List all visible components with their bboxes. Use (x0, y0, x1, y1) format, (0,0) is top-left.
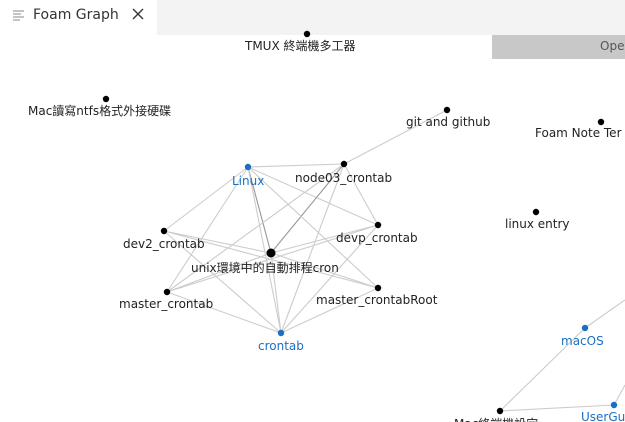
graph-edge-linux-node03 (247, 163, 345, 168)
graph-edge-devp-crontab (280, 224, 379, 334)
graph-node-dot-node03[interactable] (340, 160, 348, 168)
graph-node-dot-linuxentry[interactable] (532, 208, 540, 216)
graph-node-label-dev2: dev2_crontab (123, 237, 205, 251)
graph-edges (163, 109, 625, 412)
graph-edge-linux-dev2 (163, 166, 249, 232)
graph-node-git[interactable]: git and github (406, 106, 490, 129)
graph-node-label-usergu: UserGu (581, 410, 625, 422)
graph-edge-master-unix (166, 252, 272, 293)
preview-lines-icon (13, 10, 24, 21)
graph-edge-node03-devp (343, 163, 379, 226)
graph-node-dot-masterroot[interactable] (374, 284, 382, 292)
graph-node-dot-macntfs[interactable] (102, 95, 110, 103)
graph-node-dot-crontab[interactable] (277, 329, 285, 337)
graph-node-label-crontab: crontab (258, 339, 304, 353)
graph-edge-linux-masterroot (247, 166, 379, 289)
graph-node-foamnote[interactable]: Foam Note Ter (535, 118, 622, 140)
graph-node-macntfs[interactable]: Mac讀寫ntfs格式外接硬碟 (28, 95, 171, 118)
graph-node-masterroot[interactable]: master_crontabRoot (316, 284, 438, 307)
graph-edge-dev2-crontab (163, 230, 282, 334)
graph-node-label-linux: Linux (232, 174, 264, 188)
graph-edge-offscreen-macos (584, 299, 625, 329)
graph-node-dot-macos[interactable] (581, 324, 589, 332)
graph-edge-master-crontab (166, 291, 282, 334)
graph-node-label-macntfs: Mac讀寫ntfs格式外接硬碟 (28, 103, 171, 118)
graph-edge-unix-crontab (270, 252, 282, 334)
graph-node-dev2[interactable]: dev2_crontab (123, 227, 205, 251)
graph-node-dot-linux[interactable] (244, 163, 252, 171)
graph-edge-linux-devp (247, 166, 379, 226)
graph-edge-linux-unix (247, 166, 272, 254)
graph-edge-masterroot-unix (270, 252, 379, 289)
graph-edge-devp-master (166, 224, 379, 293)
graph-edge-devp-unix (270, 224, 379, 254)
graph-edge-offscreen-usergu (613, 384, 625, 406)
graph-node-dot-macnote[interactable] (496, 407, 504, 415)
graph-node-unix[interactable]: unix環境中的自動排程cron (191, 248, 339, 276)
graph-node-label-linuxentry: linux entry (505, 217, 570, 231)
graph-edge-linux-crontab (247, 166, 282, 334)
graph-node-label-macos: macOS (561, 334, 604, 348)
graph-node-linuxentry[interactable]: linux entry (505, 208, 570, 231)
graph-node-dot-usergu[interactable] (610, 401, 618, 409)
graph-nodes: TMUX 終端機多工器 Mac讀寫ntfs格式外接硬碟 git and github… (28, 30, 625, 422)
graph-node-label-macnote: Mac終端機設定 (454, 416, 538, 422)
graph-node-devp[interactable]: devp_crontab (336, 221, 418, 245)
graph-node-crontab[interactable]: crontab (258, 329, 304, 353)
graph-node-dot-git[interactable] (443, 106, 451, 114)
graph-node-dot-tmux[interactable] (303, 30, 311, 38)
graph-node-linux[interactable]: Linux (232, 163, 264, 188)
graph-edge-dev2-unix (163, 230, 272, 254)
graph-edge-node03-unix (270, 163, 345, 254)
graph-node-label-git: git and github (406, 115, 490, 129)
open-button[interactable]: Ope (492, 35, 625, 59)
graph-node-label-master: master_crontab (119, 297, 213, 311)
graph-node-dot-foamnote[interactable] (597, 118, 605, 126)
tab-title: Foam Graph (33, 7, 119, 23)
graph-node-usergu[interactable]: UserGu (581, 401, 625, 422)
graph-edge-node03-git (343, 109, 448, 165)
graph-node-label-unix: unix環境中的自動排程cron (191, 260, 339, 275)
graph-node-dot-dev2[interactable] (160, 227, 168, 235)
graph-node-macnote[interactable]: Mac終端機設定 (454, 407, 538, 422)
graph-node-node03[interactable]: node03_crontab (295, 160, 392, 185)
graph-node-label-foamnote: Foam Note Ter (535, 126, 622, 140)
graph-node-dot-devp[interactable] (374, 221, 382, 229)
graph-node-dot-unix[interactable] (266, 248, 276, 258)
graph-edge-usergu-macnote (499, 404, 615, 412)
graph-node-label-node03: node03_crontab (295, 171, 392, 185)
graph-edge-node03-crontab (280, 163, 345, 334)
tab-foam-graph[interactable]: Foam Graph (0, 0, 157, 35)
graph-node-label-masterroot: master_crontabRoot (316, 293, 438, 307)
graph-node-label-tmux: TMUX 終端機多工器 (244, 38, 356, 53)
graph-node-macos[interactable]: macOS (561, 324, 604, 348)
graph-edge-macos-macnote (499, 327, 586, 412)
graph-edge-masterroot-crontab (280, 287, 379, 334)
graph-node-tmux[interactable]: TMUX 終端機多工器 (244, 30, 356, 53)
graph-node-master[interactable]: master_crontab (119, 288, 213, 311)
open-button-label: Ope (600, 39, 625, 53)
graph-edge-linux-master (166, 166, 249, 293)
graph-edge-master-node03 (166, 163, 345, 293)
graph-node-dot-master[interactable] (163, 288, 171, 296)
graph-node-label-devp: devp_crontab (336, 231, 418, 245)
close-icon[interactable] (130, 6, 146, 22)
